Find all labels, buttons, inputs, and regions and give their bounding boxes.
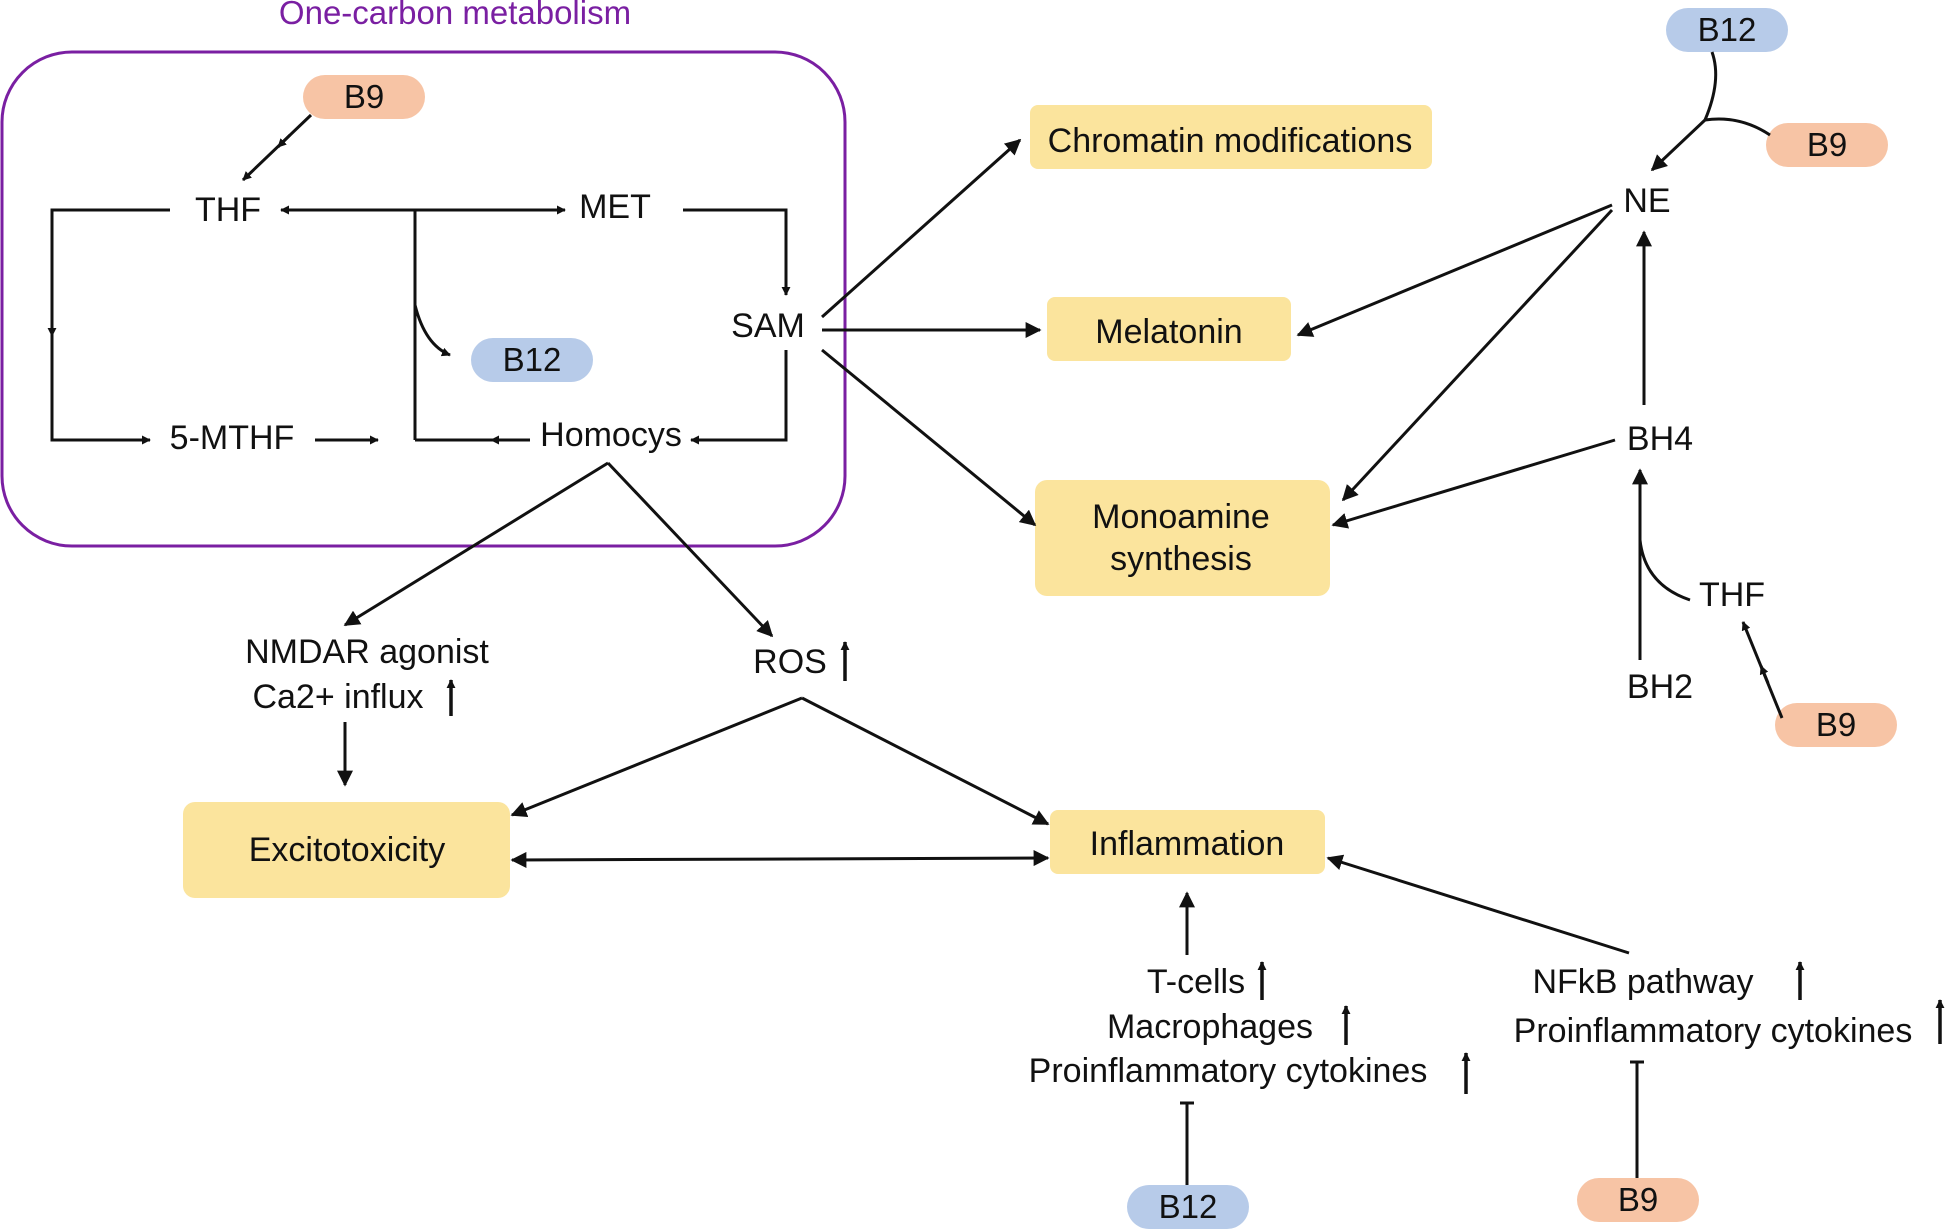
effect-ca-influx: Ca2+ influx bbox=[252, 678, 423, 716]
outcome-chromatin-label: Chromatin modifications bbox=[1048, 122, 1413, 160]
edge-homocys-to-ros bbox=[606, 461, 774, 638]
node-5-mthf: 5-MTHF bbox=[170, 419, 295, 457]
outcome-excitotoxicity-box bbox=[183, 802, 510, 898]
edge-b9-to-junction bbox=[1704, 117, 1771, 137]
edge-ros-to-inflammation bbox=[801, 696, 1050, 826]
vitamin-b12-bottom-label: B12 bbox=[1159, 1188, 1218, 1225]
edge-sam-to-homocys bbox=[690, 350, 788, 445]
effect-ros: ROS bbox=[753, 643, 827, 681]
node-bh2: BH2 bbox=[1627, 668, 1693, 706]
vitamin-b12-cycle-label: B12 bbox=[503, 341, 562, 378]
outcome-melatonin-box bbox=[1047, 297, 1291, 361]
one-carbon-region bbox=[0, 50, 847, 548]
vitamin-b9-cycle-label: B9 bbox=[344, 78, 384, 115]
edge-b12-to-junction bbox=[1703, 51, 1718, 121]
edge-nfkb-to-inflammation bbox=[1326, 854, 1630, 955]
edge-b9-to-thf-tick bbox=[276, 133, 292, 149]
effect-cytokines-left: Proinflammatory cytokines bbox=[1029, 1052, 1428, 1090]
outcome-melatonin-label: Melatonin bbox=[1095, 313, 1242, 351]
outcome-monoamine-label-line2: synthesis bbox=[1110, 540, 1252, 578]
outcome-monoamine-box bbox=[1035, 480, 1330, 596]
effect-macrophages: Macrophages bbox=[1107, 1008, 1313, 1046]
edge-ne-to-melatonin bbox=[1296, 203, 1613, 337]
edge-ros-to-excitotoxicity bbox=[510, 696, 803, 818]
edge-junction-to-ne bbox=[1650, 118, 1707, 172]
edge-excitotoxicity-inflammation bbox=[510, 850, 1050, 868]
outcome-monoamine-label-line1: Monoamine bbox=[1092, 498, 1270, 536]
edge-sam-to-monoamine bbox=[821, 348, 1037, 527]
vitamin-b9-bottom-label: B9 bbox=[1618, 1181, 1658, 1218]
edge-met-to-sam bbox=[683, 208, 791, 296]
edge-bh4-to-monoamine bbox=[1331, 438, 1616, 529]
effect-cytokines-right: Proinflammatory cytokines bbox=[1514, 1012, 1913, 1050]
node-ne: NE bbox=[1623, 182, 1670, 220]
edge-b12-cofactor-curve bbox=[413, 304, 451, 357]
vitamin-b9-bottom-pill bbox=[1577, 1178, 1699, 1222]
vitamin-b12-ne-pill bbox=[1666, 8, 1788, 52]
node-bh4: BH4 bbox=[1627, 420, 1693, 458]
vitamin-b9-thf-label: B9 bbox=[1816, 706, 1856, 743]
edge-thf-cofactor-curve bbox=[1638, 539, 1691, 602]
vitamin-b12-bottom-pill bbox=[1127, 1185, 1249, 1229]
node-thf-right: THF bbox=[1699, 576, 1765, 614]
outcome-excitotoxicity-label: Excitotoxicity bbox=[249, 831, 446, 869]
edge-sam-to-chromatin bbox=[821, 138, 1022, 319]
effect-nmdar-agonist: NMDAR agonist bbox=[245, 633, 489, 671]
vitamin-b9-ne-pill bbox=[1766, 123, 1888, 167]
outcome-inflammation-box bbox=[1050, 810, 1325, 874]
edge-b9-to-thf-right-tick bbox=[1759, 665, 1770, 684]
vitamin-b12-cycle-pill bbox=[471, 338, 593, 382]
edge-b9-to-thf bbox=[241, 113, 313, 182]
vitamin-b9-thf-pill bbox=[1775, 703, 1897, 747]
vitamin-b9-cycle-pill bbox=[303, 75, 425, 119]
outcome-inflammation-label: Inflammation bbox=[1090, 825, 1285, 863]
effect-nfkb-pathway: NFkB pathway bbox=[1532, 963, 1753, 1001]
outcome-chromatin-box bbox=[1030, 105, 1432, 169]
vitamin-b9-ne-label: B9 bbox=[1807, 126, 1847, 163]
node-homocys: Homocys bbox=[540, 416, 682, 454]
region-title: One-carbon metabolism bbox=[279, 0, 631, 31]
effect-tcells: T-cells bbox=[1147, 963, 1245, 1001]
node-met: MET bbox=[579, 188, 651, 226]
node-thf: THF bbox=[195, 191, 261, 229]
edge-thf-to-5mthf bbox=[50, 208, 170, 445]
edge-ne-to-monoamine bbox=[1341, 208, 1614, 502]
edge-homocys-to-nmdar bbox=[343, 461, 609, 627]
node-sam: SAM bbox=[731, 307, 805, 345]
vitamin-b12-ne-label: B12 bbox=[1698, 11, 1757, 48]
